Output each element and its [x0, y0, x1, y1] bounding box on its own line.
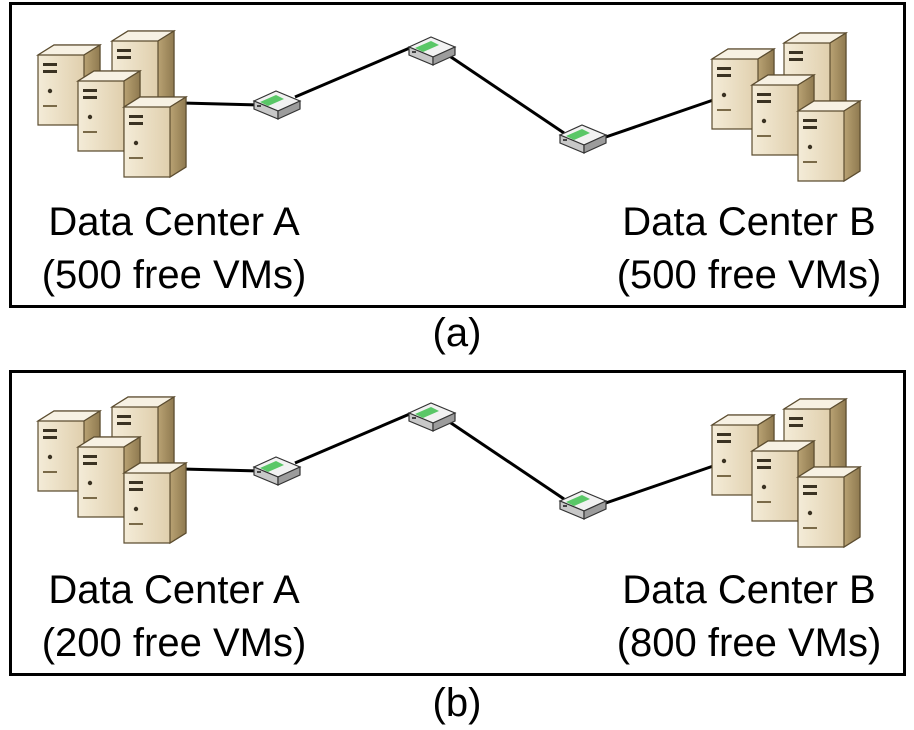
data-center-a-servers: [37, 396, 187, 544]
panel-b: Data Center A (200 free VMs) Data Center…: [9, 370, 906, 676]
network-router-icon: [253, 90, 301, 120]
network-diagram-b: [37, 396, 861, 548]
network-router-icon: [559, 490, 607, 520]
network-router-icon: [408, 402, 456, 432]
dc-b-capacity: (500 free VMs): [616, 253, 882, 297]
dc-a-name: Data Center A: [48, 568, 300, 612]
network-router-icon: [253, 456, 301, 486]
network-links: [181, 45, 723, 141]
server-tower-icon: [797, 100, 861, 182]
dc-b-capacity: (800 free VMs): [616, 621, 882, 665]
server-tower-icon: [123, 462, 187, 544]
panel-a: Data Center A (500 free VMs) Data Center…: [9, 2, 906, 308]
network-diagram-a: [37, 30, 861, 182]
server-tower-icon: [123, 96, 187, 178]
dc-a-name: Data Center A: [48, 200, 300, 244]
dc-b-name: Data Center B: [622, 568, 876, 612]
dc-b-name: Data Center B: [622, 200, 876, 244]
caption-b: (b): [432, 681, 482, 725]
network-links: [181, 411, 723, 507]
network-router-icon: [559, 124, 607, 154]
data-center-a-servers: [37, 30, 187, 178]
caption-a: (a): [432, 311, 482, 355]
dc-a-capacity: (200 free VMs): [41, 621, 307, 665]
dc-a-capacity: (500 free VMs): [41, 253, 307, 297]
data-center-b-servers: [711, 32, 861, 182]
data-center-b-servers: [711, 398, 861, 548]
server-tower-icon: [797, 466, 861, 548]
network-router-icon: [408, 36, 456, 66]
